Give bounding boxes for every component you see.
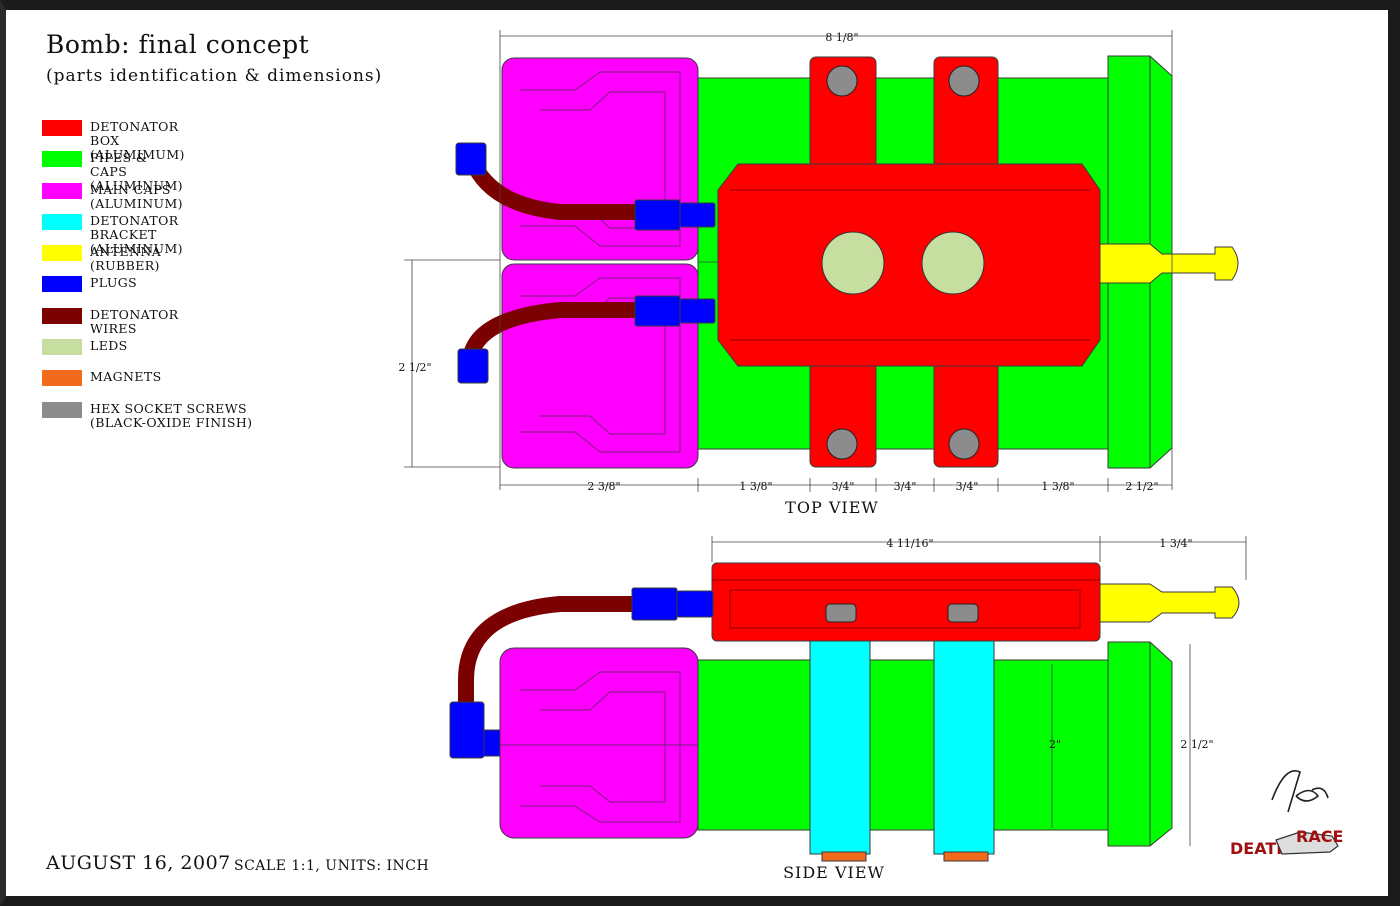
dim-top-seg6: 2 1/2" — [1125, 480, 1158, 493]
legend-swatch — [42, 213, 82, 230]
legend-swatch — [42, 120, 82, 136]
legend-label: leds — [90, 338, 128, 354]
hex-screw — [948, 428, 980, 460]
hex-screw — [948, 65, 980, 97]
legend-label: hex socket screws (black-oxide finish) — [90, 400, 253, 430]
dim-top-height: 2 1/2" — [398, 361, 431, 374]
detonator-box-side — [711, 562, 1101, 642]
main-cap-lower — [501, 263, 699, 469]
dim-top-seg4: 3/4" — [956, 480, 979, 493]
legend-label: detonator wires — [90, 306, 179, 336]
plug — [679, 202, 716, 228]
dim-top-maincap: 2 3/8" — [587, 480, 620, 493]
dim-side-pipe: 2" — [1049, 738, 1061, 751]
led-right — [921, 231, 985, 295]
dim-side-box: 4 11/16" — [886, 537, 933, 550]
pipe-body-side — [697, 659, 1111, 831]
led-left — [821, 231, 885, 295]
drawing-date: AUGUST 16, 2007 — [46, 852, 231, 874]
detonator-box-top — [717, 163, 1101, 367]
dim-top-seg5: 1 3/8" — [1041, 480, 1074, 493]
legend-label: magnets — [90, 369, 162, 385]
detonator-wire-side — [458, 596, 648, 710]
drawing-scale: scale 1:1, units: inch — [234, 858, 430, 874]
antenna-side — [1099, 583, 1240, 623]
top-dimension-lines — [404, 30, 1173, 492]
antenna-top — [1099, 243, 1239, 284]
plug — [449, 701, 485, 759]
dim-top-seg1: 1 3/8" — [739, 480, 772, 493]
plug — [679, 298, 716, 324]
side-view-label: SIDE VIEW — [783, 863, 885, 882]
top-view — [455, 55, 1239, 469]
plug — [455, 142, 487, 176]
hex-screw — [826, 428, 858, 460]
legend-swatch — [42, 182, 82, 199]
legend-swatch — [42, 339, 82, 356]
legend-label: Pipes & caps (aluminum) — [90, 150, 183, 194]
plug — [676, 590, 714, 618]
dim-top-overall: 8 1/8" — [825, 31, 858, 44]
legend-label: plugs — [90, 275, 138, 291]
legend-swatch — [42, 370, 82, 387]
death-race-logo: DEATH RACE — [1230, 827, 1343, 858]
logo-text-left: DEATH — [1230, 839, 1290, 858]
dim-side-cap: 2 1/2" — [1180, 738, 1213, 751]
magnet-left — [821, 851, 867, 862]
plug — [457, 348, 489, 384]
side-view — [449, 562, 1240, 862]
legend-swatch — [42, 276, 82, 293]
plug — [634, 199, 681, 231]
plug — [631, 587, 678, 621]
car-icon — [1275, 831, 1339, 855]
plug — [634, 295, 681, 327]
drawing-subtitle: (parts identification & dimensions) — [46, 66, 383, 86]
legend-label: main caps (aluminum) — [90, 181, 183, 211]
logo-text-right: RACE — [1296, 827, 1343, 846]
dim-top-seg2: 3/4" — [832, 480, 855, 493]
legend-label: Detonator box (alumimum) — [90, 119, 185, 162]
hex-screw-side — [825, 603, 857, 623]
hex-screw-side — [947, 603, 979, 623]
end-cap-side — [1107, 641, 1173, 847]
artist-signature — [1271, 770, 1329, 813]
drawing-title: Bomb: final concept — [46, 30, 310, 59]
main-cap-side — [499, 647, 699, 839]
top-view-label: TOP VIEW — [785, 498, 879, 517]
bracket-side-left — [809, 639, 871, 855]
legend-swatch — [42, 401, 82, 418]
legend-swatch — [42, 245, 82, 262]
hex-screw — [826, 65, 858, 97]
side-dimension-lines — [711, 536, 1247, 846]
legend-swatch — [42, 151, 82, 168]
magnet-right — [943, 851, 989, 862]
plug — [483, 729, 501, 757]
legend-label: detonator bracket (aluminum) — [90, 212, 183, 256]
dim-top-seg3: 3/4" — [894, 480, 917, 493]
legend-label: antenna (rubber) — [90, 244, 162, 274]
bracket-side-right — [933, 639, 995, 855]
legend-swatch — [42, 307, 82, 324]
dim-side-antenna: 1 3/4" — [1159, 537, 1192, 550]
